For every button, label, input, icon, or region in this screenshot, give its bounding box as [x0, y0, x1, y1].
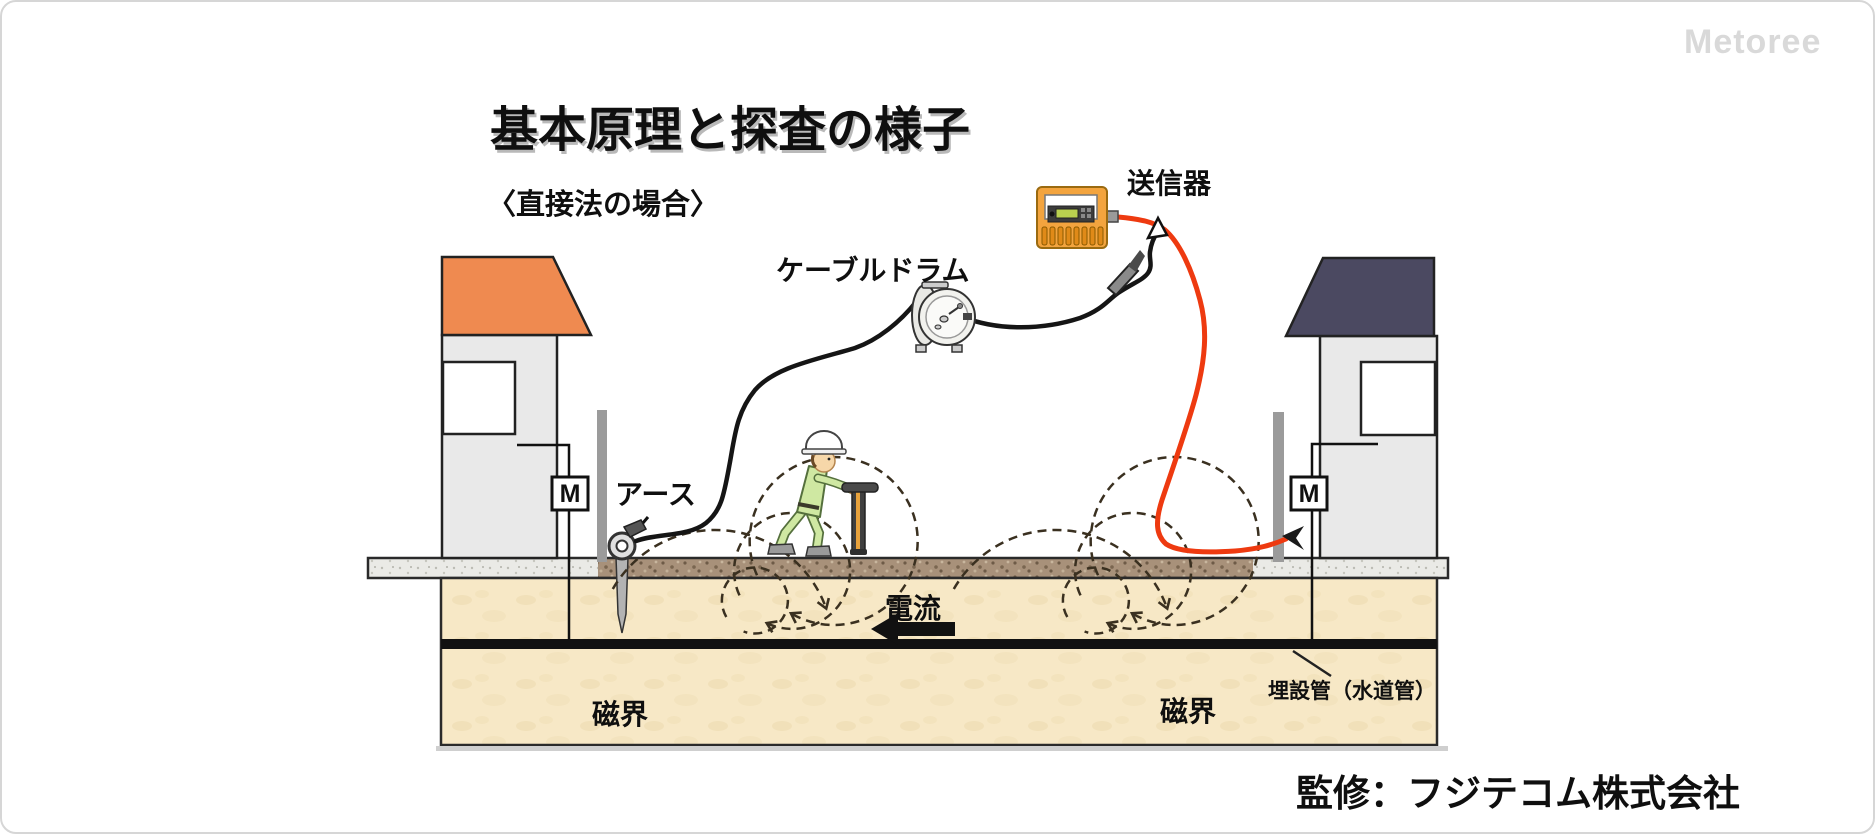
left-meter-label: M	[560, 480, 581, 508]
magnetic-field-left	[611, 455, 919, 635]
drum-foot-right	[951, 344, 963, 353]
earth-label: アース	[615, 479, 696, 510]
worker-front-boot	[805, 545, 832, 557]
worker-eye	[827, 457, 831, 461]
transmitter-lcd	[1055, 208, 1079, 219]
cable-drum	[911, 281, 976, 353]
metoree-watermark: Metoree	[1684, 23, 1821, 61]
ground-cable-earth-to-drum	[633, 299, 919, 544]
earth-rod	[607, 531, 637, 634]
transmitter-label: 送信器	[1127, 168, 1212, 199]
magnetic-field-right	[952, 455, 1260, 635]
right-house	[1284, 256, 1439, 560]
worker-back-boot	[767, 543, 797, 555]
drum-crank	[948, 306, 960, 315]
worker-torso	[796, 465, 828, 518]
gravel-road	[598, 559, 1253, 577]
buried-pipe-label: 埋設管（水道管）	[1268, 679, 1436, 703]
ground-cable-drum-to-transmitter	[960, 228, 1161, 330]
alligator-clip-jaw	[1128, 250, 1145, 272]
worker-helmet-brim	[801, 448, 847, 455]
drum-foot-left	[915, 344, 927, 353]
right-riser-pole	[1273, 412, 1284, 562]
drum-handle	[921, 281, 949, 289]
magnetic-field-left-label: 磁界	[592, 699, 648, 730]
earth-clip	[622, 519, 648, 538]
alligator-clip	[1106, 262, 1140, 297]
red-cable-clip	[1282, 526, 1304, 550]
sidewalk-right	[1253, 559, 1447, 577]
diagram-title-shadow: 基本原理と探査の様子	[492, 107, 972, 160]
transmitter-device	[1036, 186, 1119, 249]
left-riser-pole	[597, 410, 607, 562]
signal-cable-red	[1115, 214, 1289, 555]
left-house-roof	[440, 255, 593, 337]
right-meter-label: M	[1299, 480, 1320, 508]
transmitter-vents	[1041, 226, 1104, 246]
cable-junction-connector	[1145, 215, 1169, 240]
worker-belt	[797, 502, 820, 510]
magnetic-field-right-label: 磁界	[1160, 696, 1216, 727]
supervision-credit: 監修：フジテコム株式会社	[1296, 773, 1740, 814]
right-service-pipe-line	[1310, 442, 1378, 640]
left-house-window	[441, 360, 517, 436]
sidewalk-left	[369, 559, 598, 577]
soil-bottom-shadow	[436, 746, 1448, 751]
diagram-subtitle: 〈直接法の場合〉	[487, 188, 719, 221]
diagram-title: 基本原理と探査の様子	[490, 104, 970, 157]
locator-device	[841, 482, 879, 555]
locator-base	[850, 549, 867, 555]
worker-back-leg	[776, 508, 806, 550]
worker	[767, 430, 858, 557]
worker-hair	[810, 454, 818, 469]
right-house-roof	[1284, 256, 1436, 338]
left-meter: M	[550, 475, 590, 512]
ground-cross-section	[366, 556, 1450, 751]
transmitter-knob	[1049, 211, 1055, 217]
locator-handle	[841, 482, 879, 493]
right-house-window	[1359, 360, 1437, 437]
worker-front-leg	[807, 510, 823, 551]
right-meter: M	[1289, 475, 1329, 512]
left-house	[440, 255, 593, 560]
drum-cable-connector	[963, 313, 972, 320]
cable-drum-label: ケーブルドラム	[776, 254, 969, 286]
worker-helmet	[805, 430, 843, 452]
buried-pipe-leader-line	[1292, 649, 1332, 678]
soil-block	[439, 576, 1439, 747]
left-service-pipe-line	[517, 443, 571, 640]
buried-pipe	[441, 639, 1437, 649]
locator-shaft-stripe	[856, 492, 860, 550]
current-direction-arrow	[871, 613, 955, 645]
